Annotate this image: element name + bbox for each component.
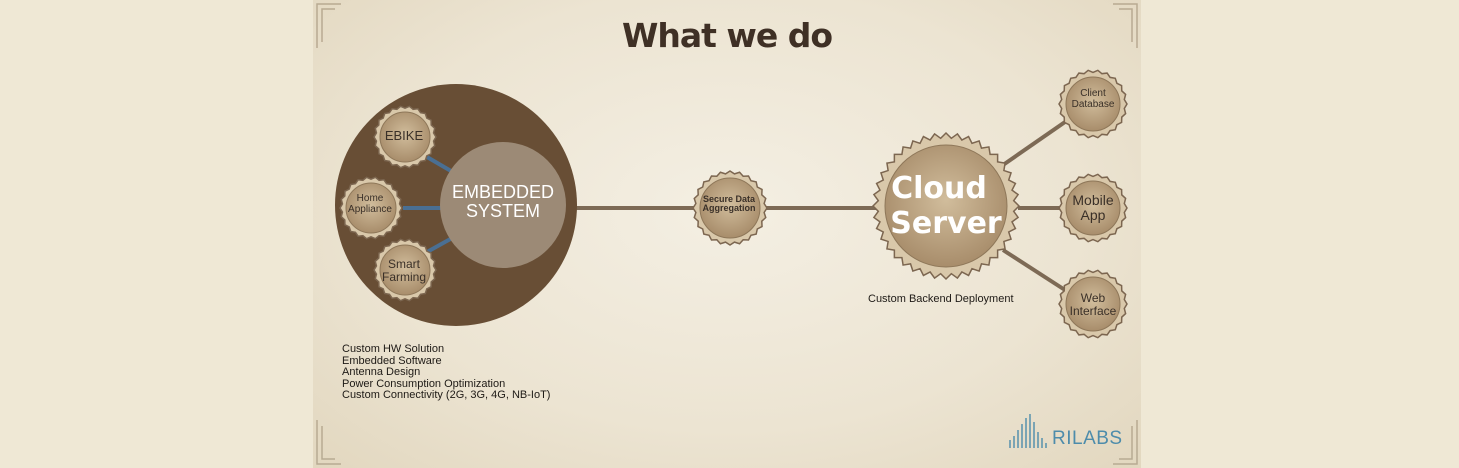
mobile-app-label: Mobile App: [1061, 193, 1125, 222]
cloud-label-line2: Server: [890, 205, 1002, 241]
web-label-line1: Web: [1080, 291, 1106, 305]
farming-label-line2: Farming: [381, 269, 426, 284]
client-database-label: Client Database: [1061, 88, 1125, 110]
smart-farming-label: Smart Farming: [371, 258, 437, 283]
cloud-server-gear: [871, 131, 1021, 281]
embedded-system-core: [440, 142, 566, 268]
aggregation-label-line2: Aggregation: [702, 203, 756, 214]
aggregation-label-line1: Secure Data: [702, 194, 756, 204]
aggregation-label: Secure Data Aggregation: [686, 194, 772, 214]
logo-bars-icon: [1009, 414, 1047, 448]
ebike-gear: [373, 105, 437, 169]
frame-corners: [316, 3, 1138, 465]
cloud-caption: Custom Backend Deployment: [868, 293, 1014, 305]
gear-face: [1065, 276, 1121, 332]
gear-face: [379, 244, 431, 296]
mobile-app-gear: [1058, 173, 1128, 243]
web-label-line2: Interface: [1069, 303, 1117, 318]
smart-farming-gear: [373, 238, 437, 302]
gear-face: [699, 177, 761, 239]
mobile-label-line1: Mobile: [1072, 192, 1114, 208]
feature-item: Custom Connectivity (2G, 3G, 4G, NB-IoT): [342, 389, 551, 401]
farming-label-line1: Smart: [387, 257, 420, 271]
cloud-label-line1: Cloud: [891, 171, 987, 206]
web-interface-label: Web Interface: [1061, 292, 1125, 317]
feature-list: Custom HW Solution Embedded Software Ant…: [342, 343, 551, 402]
page-title: What we do: [621, 16, 833, 55]
slide: What we do EMBEDDED SYSTEM EBIKE Home Ap…: [313, 0, 1141, 468]
rilabs-logo: RILABS: [1008, 412, 1122, 450]
embedded-label-line1: EMBEDDED: [451, 182, 554, 202]
database-label-line2: Database: [1071, 98, 1115, 110]
cloud-server-label: Cloud Server: [885, 171, 1007, 241]
connector-cloud-database: [1001, 120, 1067, 167]
ebike-label: EBIKE: [371, 129, 437, 143]
gear-face: [1065, 76, 1121, 132]
home-appliance-label: Home Appliance: [337, 193, 403, 215]
diagram-canvas: [316, 3, 1138, 465]
gear-face: [884, 144, 1008, 268]
database-label-line1: Client: [1080, 88, 1106, 99]
embedded-label-line2: SYSTEM: [465, 200, 540, 221]
web-interface-gear: [1058, 269, 1128, 339]
aggregation-gear: [692, 170, 768, 246]
embedded-system-label: EMBEDDED SYSTEM: [440, 183, 566, 221]
ebike-label-line1: EBIKE: [384, 128, 424, 143]
home-label-line2: Appliance: [348, 203, 392, 215]
feature-item: Embedded Software: [342, 354, 442, 367]
feature-item: Power Consumption Optimization: [342, 377, 506, 390]
feature-item: Antenna Design: [342, 366, 421, 378]
logo-text: RILABS: [1052, 428, 1123, 449]
gear-face: [379, 111, 431, 163]
gear-face: [345, 182, 397, 234]
gear-face: [1065, 180, 1121, 236]
client-database-gear: [1058, 69, 1128, 139]
connector-cloud-web: [1001, 248, 1067, 292]
home-label-line1: Home: [356, 193, 384, 204]
home-appliance-gear: [339, 176, 403, 240]
mobile-label-line2: App: [1080, 206, 1106, 223]
feature-item: Custom HW Solution: [342, 343, 445, 355]
